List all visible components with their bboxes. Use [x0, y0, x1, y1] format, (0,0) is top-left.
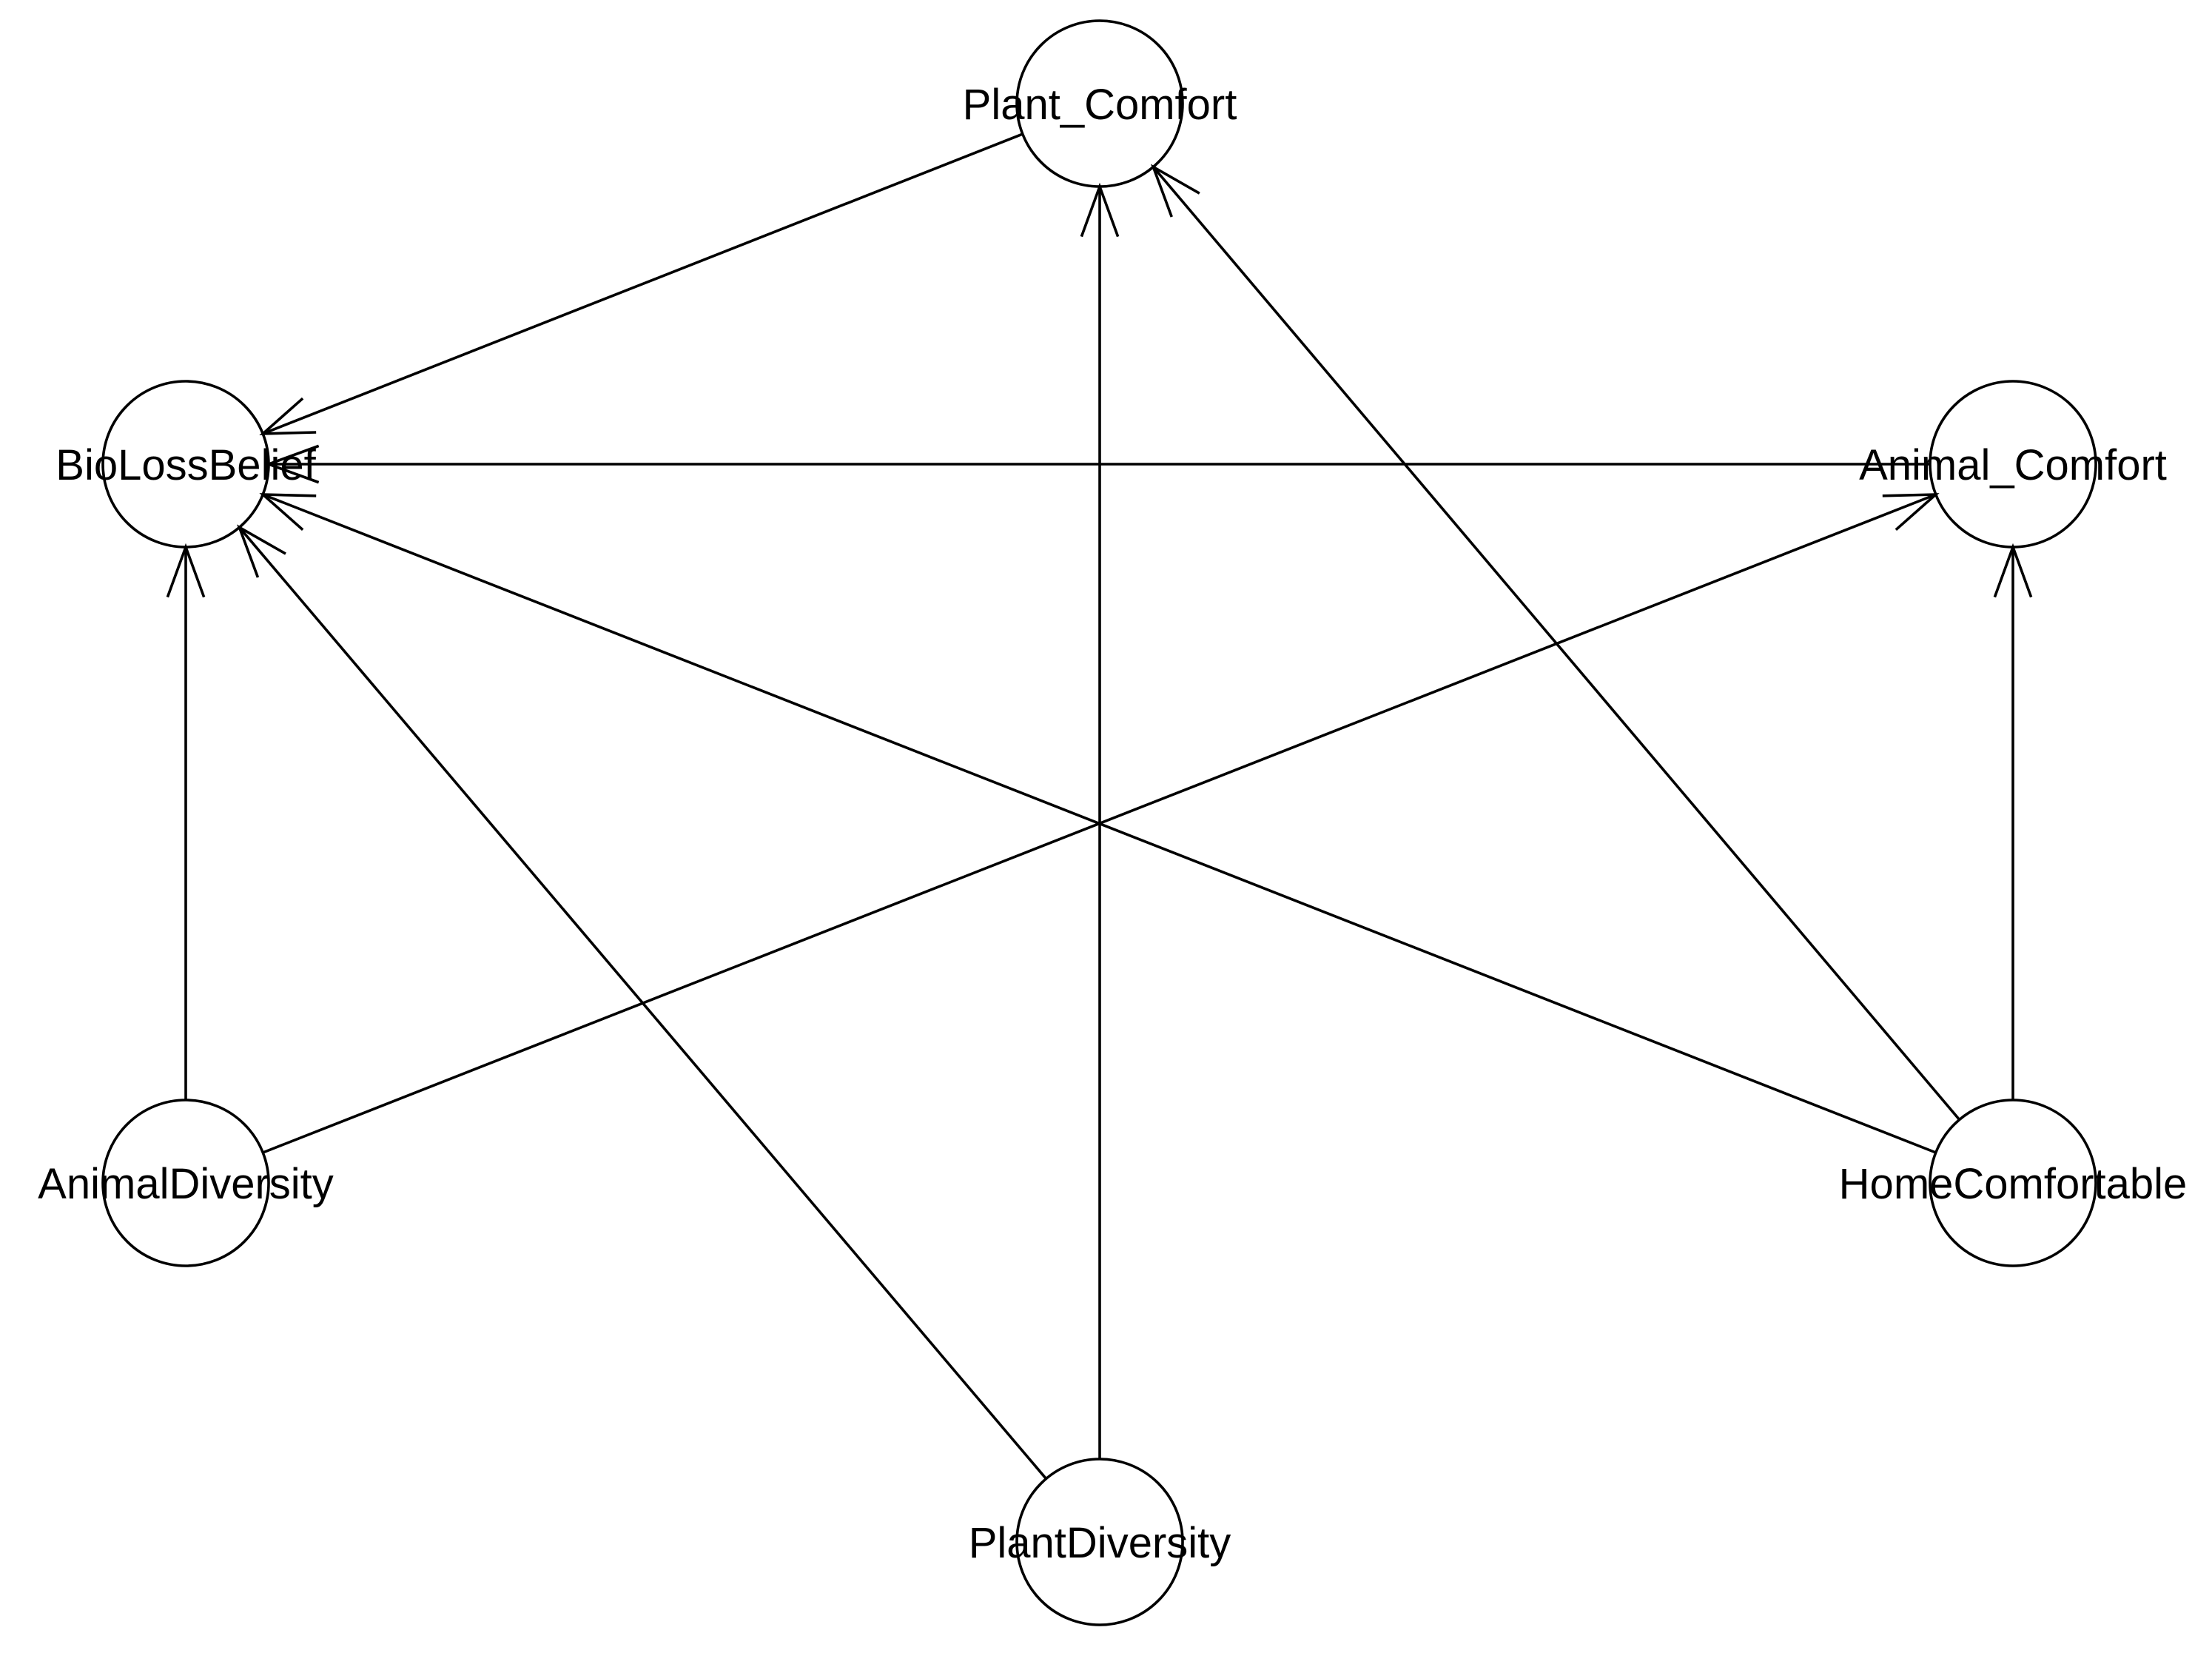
node-home-comfortable: HomeComfortable: [1839, 1099, 2188, 1267]
node-label: Plant_Comfort: [963, 81, 1237, 129]
node-label: Animal_Comfort: [1859, 441, 2167, 489]
node-label: PlantDiversity: [969, 1519, 1231, 1567]
node-animal-comfort: Animal_Comfort: [1859, 380, 2167, 549]
node-circle: [1015, 19, 1184, 188]
node-circle: [1929, 380, 2097, 549]
node-plant-diversity: PlantDiversity: [969, 1458, 1231, 1626]
node-circle: [1929, 1099, 2097, 1267]
edges-layer: [166, 133, 2033, 1480]
node-animal-diversity: AnimalDiversity: [38, 1099, 334, 1267]
node-label: HomeComfortable: [1839, 1160, 2188, 1208]
nodes-layer: Plant_Comfort BioLossBelief Animal_Comfo…: [38, 19, 2188, 1626]
node-bioloss-belief: BioLossBelief: [56, 380, 317, 549]
node-label: BioLossBelief: [56, 441, 316, 489]
edge-home-comfortable-to-animal-comfort: [1993, 543, 2033, 1100]
node-label: AnimalDiversity: [38, 1160, 334, 1208]
edge-line: [262, 133, 1023, 435]
edge-plant-comfort-to-bioloss-belief: [259, 133, 1023, 435]
node-circle: [101, 380, 270, 549]
edge-animal-diversity-to-bioloss-belief: [166, 543, 206, 1100]
node-plant-comfort: Plant_Comfort: [963, 19, 1237, 188]
node-circle: [101, 1099, 270, 1267]
edge-line: [262, 493, 1937, 1154]
node-circle: [1015, 1458, 1184, 1626]
